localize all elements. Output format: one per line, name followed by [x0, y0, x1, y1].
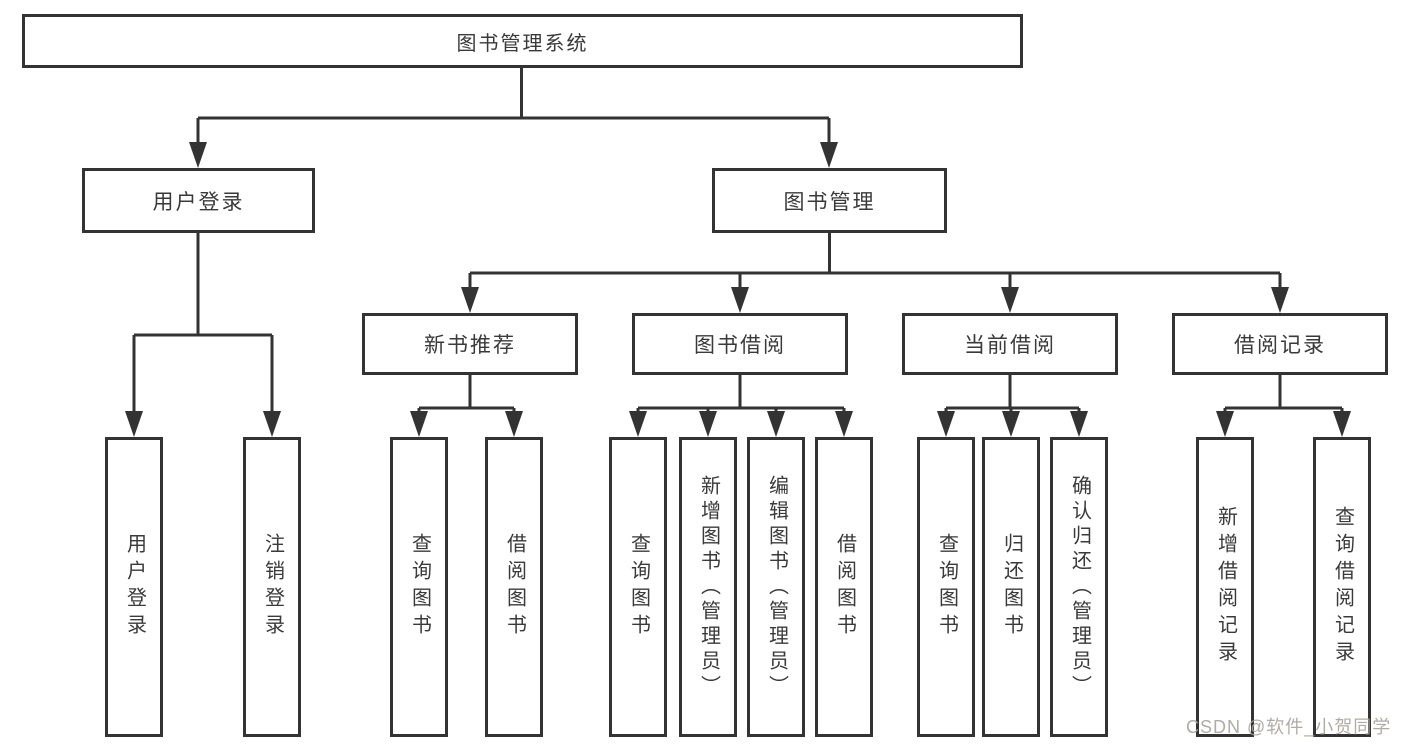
node-book-borrowing: 图书借阅: [632, 313, 848, 375]
node-leaf-add-borrow-record: 新增借阅记录: [1196, 437, 1254, 737]
node-label: 借阅图书: [503, 533, 526, 641]
node-leaf-query-books-recommend: 查询图书: [390, 437, 448, 737]
node-book-management: 图书管理: [712, 168, 947, 233]
node-new-book-recommendation: 新书推荐: [362, 313, 578, 375]
node-label: 查询借阅记录: [1331, 506, 1354, 668]
node-label: 用户登录: [152, 190, 245, 214]
node-label: 查询图书: [627, 533, 650, 641]
node-label: 新增借阅记录: [1214, 506, 1237, 668]
node-label: 借阅记录: [1234, 334, 1326, 357]
node-label: 查询图书: [935, 533, 958, 641]
node-current-borrowing: 当前借阅: [902, 313, 1118, 375]
node-label: 查询图书: [408, 533, 431, 641]
node-label: 归还图书: [1000, 533, 1023, 641]
node-label: 当前借阅: [964, 334, 1056, 357]
node-leaf-query-books-borrow: 查询图书: [609, 437, 667, 737]
node-label: 编辑图书（管理员）: [765, 474, 788, 700]
watermark: CSDN @软件_小贺同学: [1186, 717, 1392, 737]
node-leaf-add-book-admin: 新增图书（管理员）: [679, 437, 737, 737]
node-label: 确认归还（管理员）: [1068, 474, 1091, 700]
node-label: 新增图书（管理员）: [697, 474, 720, 700]
node-user-login: 用户登录: [82, 168, 315, 233]
node-label: 图书借阅: [694, 334, 786, 357]
node-leaf-edit-book-admin: 编辑图书（管理员）: [747, 437, 805, 737]
node-label: 注销登录: [261, 533, 284, 641]
arrowhead-group: [125, 142, 1351, 437]
node-leaf-borrow-books-recommend: 借阅图书: [485, 437, 543, 737]
node-root: 图书管理系统: [22, 14, 1023, 68]
node-leaf-query-books-current: 查询图书: [917, 437, 975, 737]
node-leaf-confirm-return-admin: 确认归还（管理员）: [1050, 437, 1108, 737]
node-label: 图书管理系统: [456, 32, 589, 55]
node-label: 用户登录: [123, 533, 146, 641]
node-leaf-query-borrow-record: 查询借阅记录: [1313, 437, 1371, 737]
node-leaf-borrow-books: 借阅图书: [815, 437, 873, 737]
node-borrowing-records: 借阅记录: [1172, 313, 1388, 375]
node-label: 新书推荐: [424, 334, 516, 357]
node-leaf-user-login: 用户登录: [105, 437, 163, 737]
node-leaf-logout: 注销登录: [243, 437, 301, 737]
node-label: 借阅图书: [833, 533, 856, 641]
node-label: 图书管理: [783, 190, 876, 214]
node-leaf-return-books: 归还图书: [982, 437, 1040, 737]
